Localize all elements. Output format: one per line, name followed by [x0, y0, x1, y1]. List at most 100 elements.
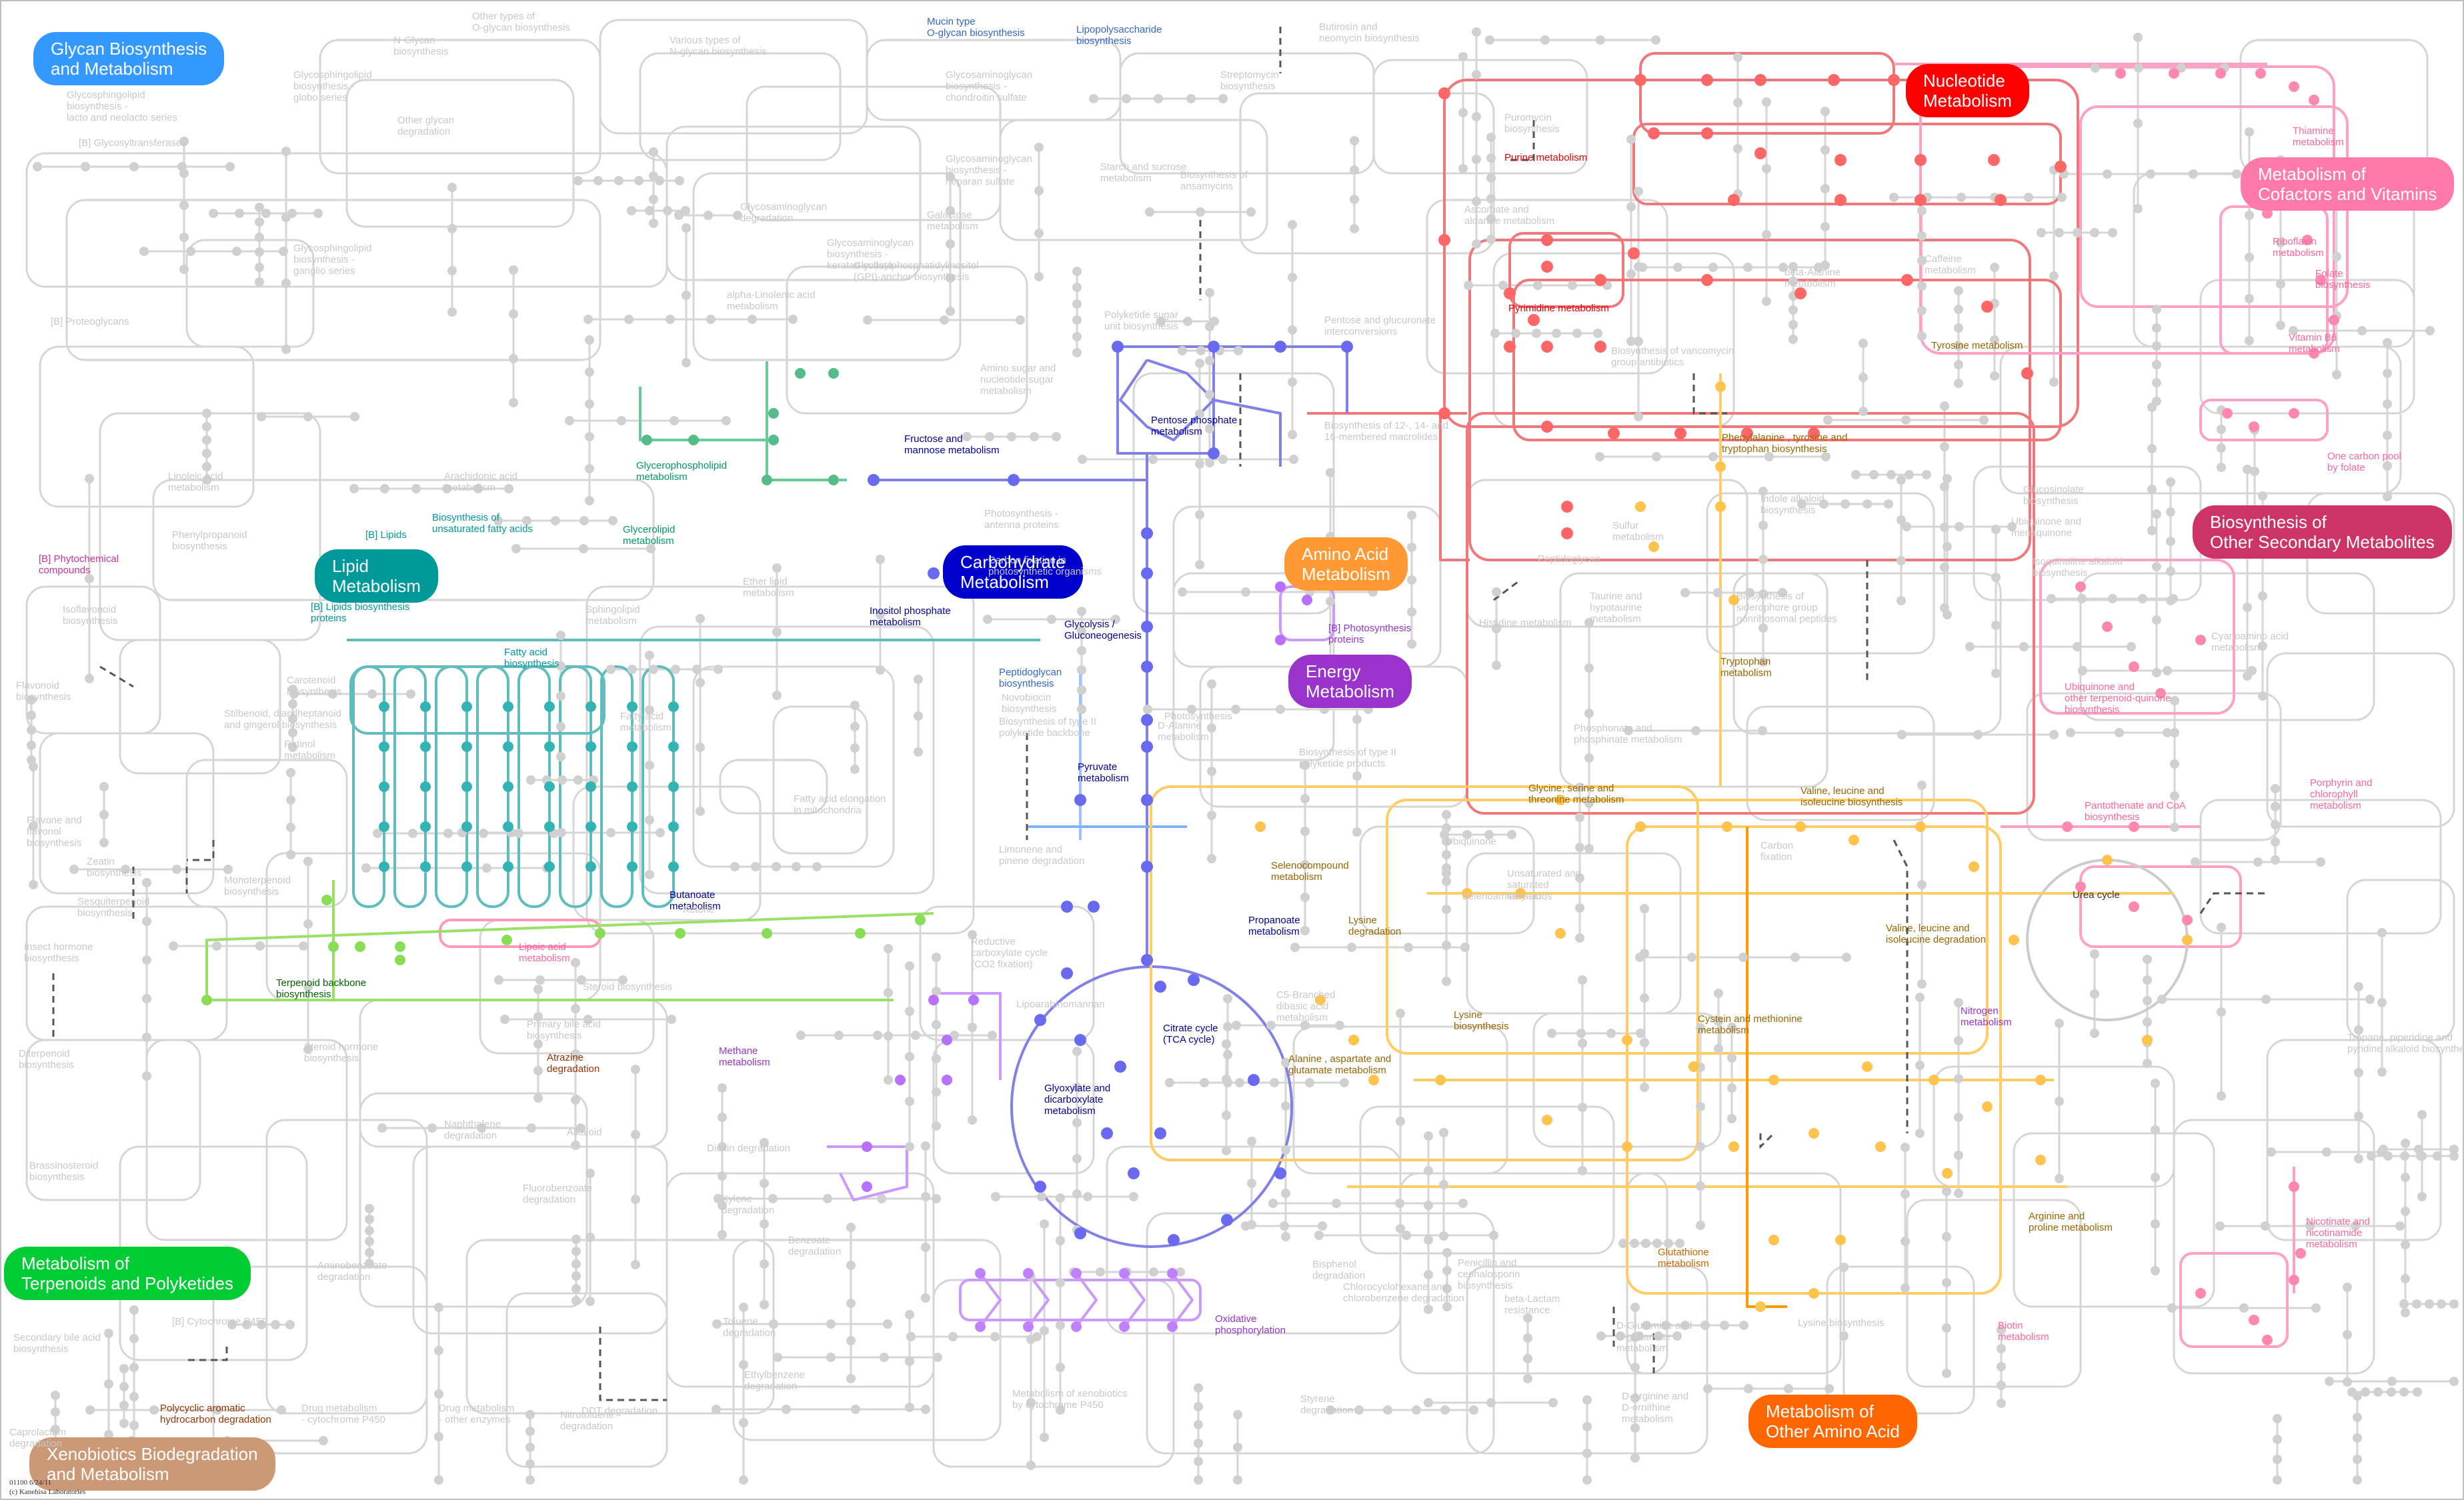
background-pathway-label[interactable]: Glycosphingolipid biosynthesis - lacto a…: [67, 89, 177, 123]
background-pathway-label[interactable]: Styrene degradation: [1300, 1393, 1354, 1416]
background-pathway-label[interactable]: Caffeine metabolism: [1925, 253, 1976, 276]
background-pathway-label[interactable]: Indole alkaloid biosynthesis: [1760, 493, 1824, 516]
pathway-label[interactable]: Peptidoglycan biosynthesis: [999, 667, 1062, 689]
background-pathway-label[interactable]: Fatty acid elongation in mitochondria: [794, 793, 886, 816]
pathway-label[interactable]: Terpenoid backbone biosynthesis: [276, 977, 367, 1000]
background-pathway-label[interactable]: Ether lipid metabolism: [743, 576, 794, 599]
background-pathway-label[interactable]: Insect hormone biosynthesis: [24, 941, 93, 964]
pathway-label[interactable]: [B] Photosynthesis proteins: [1328, 623, 1412, 645]
background-pathway-label[interactable]: D-Glutamine and D-glutamate metabolism: [1616, 1320, 1692, 1354]
background-pathway-label[interactable]: Fatty acid metabolism: [620, 711, 672, 733]
pathway-label[interactable]: Thiamine metabolism: [2293, 125, 2344, 148]
background-pathway-label[interactable]: Stilbenoid, diarylheptanoid and gingerol…: [224, 708, 341, 731]
background-pathway-label[interactable]: Histidine metabolism: [1479, 617, 1572, 629]
background-pathway-label[interactable]: beta-Lactam resistance: [1504, 1293, 1560, 1316]
background-pathway-label[interactable]: Selenoamino acid: [1462, 891, 1542, 902]
background-pathway-label[interactable]: Nitrotoluene degradation: [560, 1409, 614, 1432]
pathway-label[interactable]: Vitamin B6 metabolism: [2289, 332, 2340, 355]
background-pathway-label[interactable]: Glycosphingolipid biosynthesis - globo s…: [293, 69, 372, 103]
background-pathway-label[interactable]: Brassinosteroid biosynthesis: [29, 1160, 99, 1183]
background-pathway-label[interactable]: Arachidonic acid metabolism: [444, 471, 518, 493]
background-pathway-label[interactable]: Alkaloid: [567, 1127, 602, 1138]
category-glycan[interactable]: Glycan Biosynthesis and Metabolism: [33, 32, 225, 85]
background-pathway-label[interactable]: Linoleic acid metabolism: [168, 471, 223, 493]
pathway-label[interactable]: Purine metabolism: [1504, 152, 1588, 163]
background-pathway-label[interactable]: Bisphenol degradation: [1312, 1259, 1366, 1281]
category-nucleotide[interactable]: Nucleotide Metabolism: [1906, 64, 2029, 117]
background-pathway-label[interactable]: [B] Cytochrome P450: [172, 1316, 267, 1327]
background-pathway-label[interactable]: Steroid biosynthesis: [583, 981, 673, 993]
pathway-label[interactable]: Citrate cycle (TCA cycle): [1163, 1023, 1218, 1045]
category-energy[interactable]: Energy Metabolism: [1288, 655, 1412, 708]
background-pathway-label[interactable]: Monoterpenoid biosynthesis: [224, 875, 291, 897]
category-cofactors[interactable]: Metabolism of Cofactors and Vitamins: [2241, 157, 2455, 211]
background-pathway-label[interactable]: C5-Branched dibasic acid metabolism: [1276, 989, 1336, 1023]
pathway-label[interactable]: Oxidative phosphorylation: [1215, 1313, 1286, 1336]
background-pathway-label[interactable]: Other glycan degradation: [397, 115, 455, 137]
background-pathway-label[interactable]: Unsaturated and saturated fatty acids: [1507, 868, 1581, 902]
pathway-label[interactable]: Polycyclic aromatic hydrocarbon degradat…: [160, 1403, 271, 1425]
background-pathway-label[interactable]: Polyketide sugar unit biosynthesis: [1104, 309, 1178, 332]
background-pathway-label[interactable]: Biosynthesis of type II polyketide backb…: [999, 716, 1096, 739]
pathway-label[interactable]: Tyrosine metabolism: [1931, 340, 2023, 351]
background-pathway-label[interactable]: Secondary bile acid biosynthesis: [13, 1332, 101, 1355]
pathway-label[interactable]: [B] Lipids biosynthesis proteins: [311, 601, 410, 624]
background-pathway-label[interactable]: Glycosaminoglycan biosynthesis - heparan…: [946, 153, 1033, 187]
pathway-label[interactable]: One carbon pool by folate: [2327, 451, 2401, 473]
background-pathway-label[interactable]: Biosynthesis of ansamycins: [1180, 169, 1248, 192]
background-pathway-label[interactable]: Isoflavonoid biosynthesis: [63, 604, 118, 627]
background-pathway-label[interactable]: Reductive carboxylate cycle (CO2 fixatio…: [971, 936, 1048, 970]
background-pathway-label[interactable]: Biosynthesis of siderophore group nonrib…: [1736, 591, 1837, 625]
background-pathway-label[interactable]: alpha-Linolenic acid metabolism: [727, 289, 816, 312]
category-terpenoid[interactable]: Metabolism of Terpenoids and Polyketides: [4, 1247, 251, 1300]
pathway-label[interactable]: Glutathione metabolism: [1658, 1247, 1709, 1269]
background-pathway-label[interactable]: Streptomycin biosynthesis: [1220, 69, 1279, 92]
background-pathway-label[interactable]: Peptidoglycan: [1538, 553, 1601, 565]
pathway-label[interactable]: [B] Lipids: [365, 529, 407, 541]
pathway-label[interactable]: Glycine, serine and threonine metabolism: [1528, 783, 1624, 805]
background-pathway-label[interactable]: Drug metabolism - other enzymes: [439, 1403, 515, 1425]
background-pathway-label[interactable]: Ascorbate and aldarate metabolism: [1464, 204, 1555, 227]
pathway-label[interactable]: Pentose phosphate metabolism: [1151, 415, 1238, 437]
background-pathway-label[interactable]: Glycosaminoglycan biosynthesis - chondro…: [946, 69, 1033, 103]
background-pathway-label[interactable]: Butirosin and neomycin biosynthesis: [1319, 21, 1420, 44]
pathway-label[interactable]: Glycerolipid metabolism: [623, 524, 676, 547]
pathway-label[interactable]: Glycolysis / Gluconeogenesis: [1064, 619, 1142, 641]
pathway-label[interactable]: Alanine , aspartate and glutamate metabo…: [1288, 1053, 1392, 1076]
background-pathway-label[interactable]: Carotenoid biosynthesis: [287, 675, 342, 697]
background-pathway-label[interactable]: Toluene degradation: [723, 1316, 776, 1339]
background-pathway-label[interactable]: Other types of O-glycan biosynthesis: [472, 11, 570, 33]
background-pathway-label[interactable]: beta-Alanine metabolism: [1784, 267, 1841, 289]
pathway-label[interactable]: Pyrimidine metabolism: [1508, 303, 1609, 314]
pathway-label[interactable]: Biosynthesis of unsaturated fatty acids: [432, 512, 533, 535]
background-pathway-label[interactable]: Phenylpropanoid biosynthesis: [172, 529, 247, 552]
background-pathway-label[interactable]: Aminobenzoate degradation: [317, 1260, 387, 1283]
background-pathway-label[interactable]: Metabolism of xenobiotics by cytochrome …: [1012, 1388, 1128, 1411]
pathway-label[interactable]: Lipopolysaccharide biosynthesis: [1076, 24, 1162, 47]
pathway-label[interactable]: Propanoate metabolism: [1248, 915, 1300, 937]
background-pathway-label[interactable]: Biosynthesis of 12-, 14- and 16-membered…: [1324, 420, 1448, 443]
background-pathway-label[interactable]: Ketone: [683, 904, 715, 915]
pathway-label[interactable]: Urea cycle: [2073, 889, 2120, 901]
pathway-label[interactable]: Folate biosynthesis: [2315, 268, 2371, 291]
background-pathway-label[interactable]: Photosynthesis: [1164, 711, 1232, 722]
background-pathway-label[interactable]: D-Arginine and D-ornithine metabolism: [1622, 1391, 1689, 1425]
background-pathway-label[interactable]: Ubiquinone and menaquinone: [2011, 516, 2082, 539]
background-pathway-label[interactable]: Photosynthesis - antenna proteins: [984, 508, 1059, 531]
background-pathway-label[interactable]: Flavone and flavonol biosynthesis: [27, 815, 82, 849]
pathway-label[interactable]: Selenocompound metabolism: [1271, 860, 1349, 883]
pathway-label[interactable]: Lysine biosynthesis: [1454, 1009, 1509, 1032]
background-pathway-label[interactable]: Glucosinolate biosynthesis: [2023, 484, 2084, 507]
background-pathway-label[interactable]: Ethylbenzene degradation: [744, 1369, 805, 1392]
pathway-label[interactable]: Mucin type O-glycan biosynthesis: [927, 16, 1025, 39]
background-pathway-label[interactable]: Primary bile acid biosynthesis: [527, 1019, 601, 1041]
background-pathway-label[interactable]: Glycosaminoglycan biosynthesis - keratan…: [827, 237, 914, 271]
background-pathway-label[interactable]: Penicillin and cephalosporin biosynthesi…: [1458, 1257, 1520, 1291]
background-pathway-label[interactable]: Lipoarabinomannan: [1016, 999, 1105, 1010]
background-pathway-label[interactable]: Caprolactam degradation: [9, 1427, 67, 1449]
category-other_amino[interactable]: Metabolism of Other Amino Acid: [1748, 1395, 1917, 1448]
background-pathway-label[interactable]: Isoquinoline alkaloid biosynthesis: [2033, 556, 2123, 579]
category-amino[interactable]: Amino Acid Metabolism: [1284, 537, 1408, 591]
background-pathway-label[interactable]: Galactose metabolism: [927, 209, 978, 232]
background-pathway-label[interactable]: Puromycin biosynthesis: [1504, 112, 1560, 135]
